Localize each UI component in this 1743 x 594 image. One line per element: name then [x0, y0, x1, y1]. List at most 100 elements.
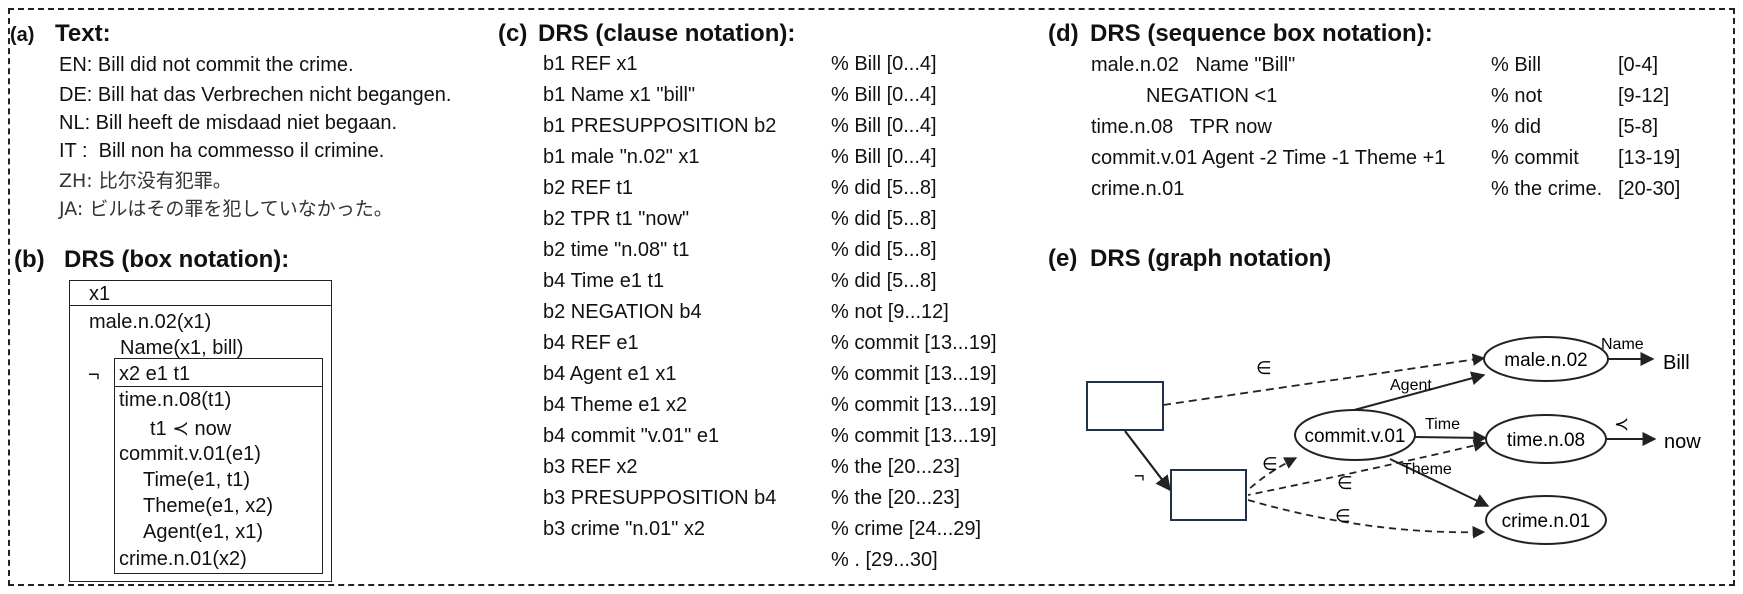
node-crime-ellipse [1485, 495, 1607, 545]
clause-anchor: % did [5...8] [831, 208, 937, 230]
text-line-nl: NL: Bill heeft de misdaad niet begaan. [59, 112, 397, 134]
inner-condition-precedes: t1 ≺ now [150, 418, 232, 440]
node-male-label: male.n.02 [1504, 350, 1587, 371]
sequence-word: % Bill [1491, 54, 1542, 76]
sequence-span: [9-12] [1618, 85, 1670, 107]
clause-anchor: % the [20...23] [831, 456, 960, 478]
clause-text: b4 commit "v.01" e1 [543, 425, 720, 447]
text-line-en: EN: Bill did not commit the crime. [59, 54, 354, 76]
clause-text: b4 Agent e1 x1 [543, 363, 677, 385]
node-bill-label: Bill [1663, 352, 1690, 374]
edge-theme [1389, 458, 1490, 507]
edge-label-agent: Agent [1390, 377, 1432, 394]
clause-text: b3 REF x2 [543, 456, 638, 478]
clause-anchor: % did [5...8] [831, 177, 937, 199]
graph-box-outer [1086, 381, 1164, 431]
clause-anchor: % did [5...8] [831, 270, 937, 292]
sequence-entry: crime.n.01 [1091, 178, 1185, 200]
clause-anchor: % Bill [0...4] [831, 146, 937, 168]
sequence-entry: commit.v.01 Agent -2 Time -1 Theme +1 [1091, 147, 1446, 169]
edge-negation [1124, 430, 1171, 492]
clause-anchor: % did [5...8] [831, 239, 937, 261]
clause-anchor: % . [29...30] [831, 549, 938, 571]
sequence-word: % not [1491, 85, 1543, 107]
sequence-entry: male.n.02 Name "Bill" [1091, 54, 1296, 76]
clause-text: b3 PRESUPPOSITION b4 [543, 487, 777, 509]
outer-referents: x1 [89, 283, 111, 305]
inner-referents: x2 e1 t1 [119, 363, 191, 385]
edge-label-negation: ¬ [1134, 466, 1145, 486]
clause-anchor: % the [20...23] [831, 487, 960, 509]
inner-condition-commit: commit.v.01(e1) [119, 443, 261, 465]
inner-drs-box [114, 358, 323, 574]
panel-d-title: DRS (sequence box notation): [1090, 20, 1433, 47]
sequence-span: [13-19] [1618, 147, 1681, 169]
clause-text: b1 Name x1 "bill" [543, 84, 696, 106]
edge-label-time: Time [1425, 416, 1460, 433]
negation-symbol: ¬ [88, 364, 100, 386]
node-commit-label: commit.v.01 [1304, 426, 1405, 447]
edge-agent [1342, 371, 1486, 414]
clause-anchor: % not [9...12] [831, 301, 949, 323]
edge-member-commit [1247, 457, 1298, 491]
outer-box-divider [69, 305, 332, 306]
text-line-zh: ZH: 比尔没有犯罪。 [59, 170, 232, 192]
sequence-word: % the crime. [1491, 178, 1603, 200]
node-crime-label: crime.n.01 [1502, 511, 1591, 532]
panel-b-marker: (b) [14, 246, 45, 273]
sequence-span: [0-4] [1618, 54, 1659, 76]
inner-condition-agent-role: Agent(e1, x1) [143, 521, 264, 543]
edge-label-theme: Theme [1402, 461, 1452, 478]
clause-text: b3 crime "n.01" x2 [543, 518, 706, 540]
sequence-word: % did [1491, 116, 1542, 138]
clause-text: b2 NEGATION b4 [543, 301, 702, 323]
drs-graph: male.n.02 commit.v.01 time.n.08 crime.n.… [1086, 336, 1701, 545]
clause-anchor: % Bill [0...4] [831, 53, 937, 75]
panel-e-marker: (e) [1048, 245, 1078, 272]
sequence-entry: time.n.08 TPR now [1091, 116, 1272, 138]
edge-member-male [1162, 353, 1486, 406]
outer-condition-male: male.n.02(x1) [89, 311, 212, 333]
clause-anchor: % commit [13...19] [831, 363, 997, 385]
inner-box-divider [114, 386, 323, 387]
edge-label-name: Name [1601, 336, 1644, 353]
clause-anchor: % commit [13...19] [831, 425, 997, 447]
node-now-label: now [1664, 431, 1701, 453]
clause-text: b2 REF t1 [543, 177, 634, 199]
outer-condition-name: Name(x1, bill) [120, 337, 244, 359]
panel-b-title: DRS (box notation): [64, 246, 290, 273]
panel-c-title: DRS (clause notation): [538, 20, 796, 47]
clause-text: b1 REF x1 [543, 53, 638, 75]
inner-condition-crime: crime.n.01(x2) [119, 548, 247, 570]
inner-condition-time-role: Time(e1, t1) [143, 469, 251, 491]
edge-label-member-crime: ∈ [1335, 506, 1351, 526]
panel-a-title: Text: [55, 20, 111, 47]
clause-anchor: % Bill [0...4] [831, 115, 937, 137]
clause-text: b4 REF e1 [543, 332, 639, 354]
clause-anchor: % crime [24...29] [831, 518, 982, 540]
node-time-label: time.n.08 [1507, 430, 1585, 451]
clause-anchor: % commit [13...19] [831, 394, 997, 416]
sequence-span: [20-30] [1618, 178, 1681, 200]
panel-a-marker: (a) [10, 24, 35, 46]
clause-text: b2 time "n.08" t1 [543, 239, 690, 261]
sequence-span: [5-8] [1618, 116, 1659, 138]
clause-text: b1 male "n.02" x1 [543, 146, 700, 168]
clause-anchor: % Bill [0...4] [831, 84, 937, 106]
node-commit-ellipse [1294, 409, 1416, 461]
clause-text: b4 Theme e1 x2 [543, 394, 688, 416]
text-line-it: IT : Bill non ha commesso il crimine. [59, 140, 385, 162]
inner-condition-theme-role: Theme(e1, x2) [143, 495, 274, 517]
panel-e-title: DRS (graph notation) [1090, 245, 1332, 272]
edge-time [1413, 430, 1488, 445]
graph-box-inner [1170, 469, 1247, 521]
panel-c-marker: (c) [498, 20, 528, 47]
text-line-de: DE: Bill hat das Verbrechen nicht begang… [59, 84, 452, 106]
panel-d-marker: (d) [1048, 20, 1079, 47]
inner-condition-time: time.n.08(t1) [119, 389, 232, 411]
node-male-ellipse [1483, 336, 1609, 382]
text-line-ja: JA: ビルはその罪を犯していなかった。 [59, 198, 393, 220]
sequence-entry: NEGATION <1 [1146, 85, 1278, 107]
edge-member-crime [1247, 499, 1486, 539]
clause-text: b1 PRESUPPOSITION b2 [543, 115, 777, 137]
